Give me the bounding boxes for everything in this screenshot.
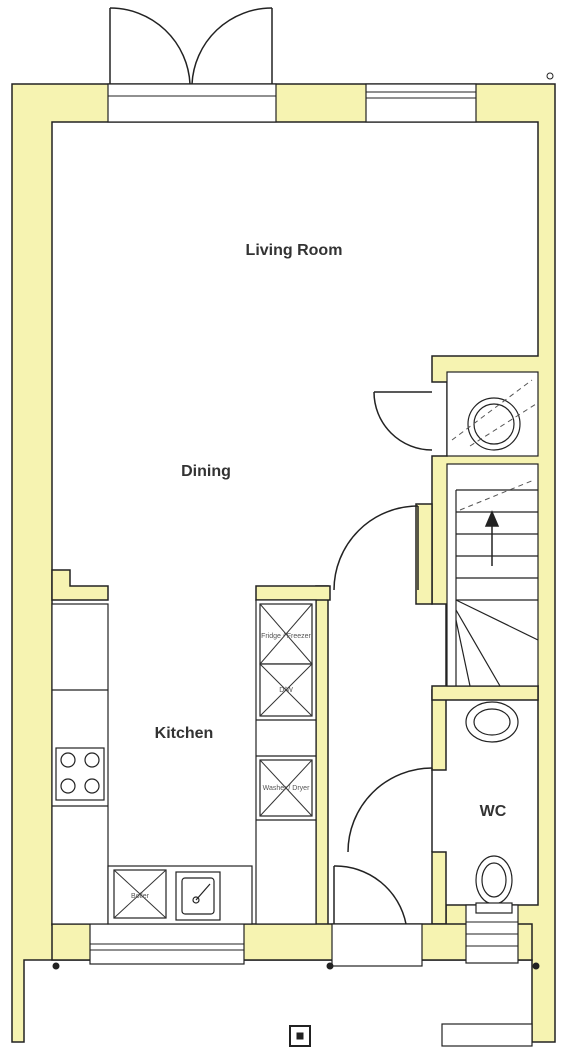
- hob-ring-2: [84, 752, 100, 768]
- wc-partition-wall: [431, 689, 447, 771]
- sink: [175, 871, 221, 921]
- dining-label: Dining: [181, 463, 231, 480]
- rear-window: [365, 83, 477, 123]
- living-room-label: Living Room: [246, 242, 343, 259]
- kitchen-units: [51, 599, 317, 925]
- hob-ring-4: [84, 778, 100, 794]
- kitchen-pillar: [255, 585, 331, 601]
- wc-top-wall: [431, 685, 539, 701]
- doors: [109, 7, 433, 925]
- dashed-lines: [451, 379, 537, 511]
- rear-french-door-opening: [107, 83, 277, 123]
- dining-notch: [51, 569, 109, 601]
- porch-step: [441, 1023, 533, 1047]
- marker-rear: [546, 72, 554, 80]
- stair-direction: [484, 510, 500, 566]
- stair-well: [446, 463, 539, 687]
- marker-front-left: [52, 962, 60, 970]
- boiler-label: Boiler: [131, 893, 150, 900]
- basin-bowl: [473, 708, 511, 736]
- wc-label: WC: [480, 803, 507, 820]
- front-door-opening: [331, 923, 423, 967]
- wc-partition-wall-lower: [431, 851, 447, 925]
- wc-fixtures: [465, 701, 519, 914]
- toilet-cistern: [475, 902, 513, 914]
- toilet-seat: [481, 862, 507, 898]
- cylinder-inner: [473, 403, 515, 445]
- hob-ring-3: [60, 778, 76, 794]
- sink-detail: [181, 877, 215, 915]
- hob-ring-1: [60, 752, 76, 768]
- meter-box-inner: [296, 1032, 304, 1040]
- marker-porch: [326, 962, 334, 970]
- stair-partition-wall: [415, 503, 433, 605]
- markers: [52, 72, 554, 1047]
- washer-dryer-label: Washer / Dryer: [263, 785, 310, 792]
- kitchen-label: Kitchen: [155, 725, 214, 742]
- marker-front-right: [532, 962, 540, 970]
- kitchen-partition-wall: [315, 585, 329, 927]
- appliance-crosses: [113, 603, 313, 919]
- fixture-labels: Fridge / Freezer D/W Washer / Dryer Boil…: [131, 633, 312, 900]
- fridge-freezer-label: Fridge / Freezer: [261, 633, 311, 640]
- window-lines: [90, 91, 518, 951]
- dw-label: D/W: [279, 687, 293, 694]
- room-labels: Living Room Dining Kitchen WC: [155, 242, 507, 820]
